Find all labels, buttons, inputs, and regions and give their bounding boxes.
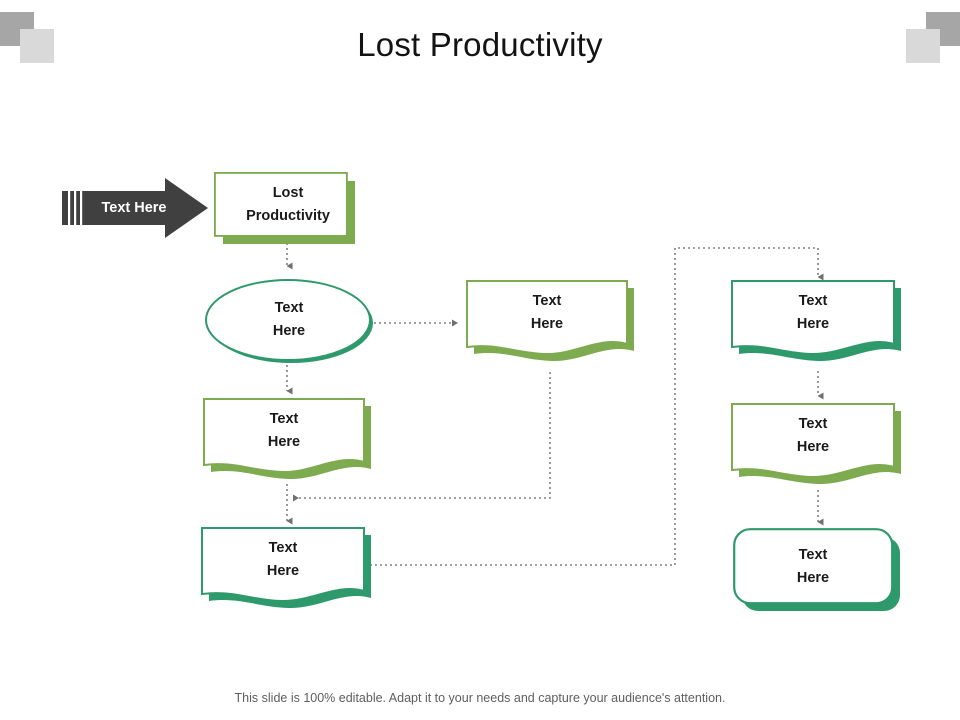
node-wave-middle[interactable]: Text Here — [466, 280, 636, 372]
node-rounded-right-bottom[interactable]: Text Here — [733, 528, 903, 616]
node-ellipse[interactable]: Text Here — [203, 278, 375, 366]
corner-decoration-top-left-light — [20, 29, 54, 63]
wave-shape — [466, 280, 634, 362]
corner-decoration-top-right-light — [906, 29, 940, 63]
wave-shape — [731, 280, 901, 362]
node-wave-right-mid[interactable]: Text Here — [731, 403, 903, 495]
right-arrow-banner-icon — [62, 178, 208, 238]
rounded-rectangle-shape — [733, 528, 900, 611]
callout-arrow-label: Text Here — [101, 200, 167, 216]
wave-shape — [201, 527, 371, 609]
node-lost-productivity[interactable]: Lost Productivity — [214, 172, 362, 246]
footer-note: This slide is 100% editable. Adapt it to… — [234, 691, 726, 705]
node-wave-right-top[interactable]: Text Here — [731, 280, 903, 372]
wave-shape — [731, 403, 901, 485]
callout-arrow[interactable]: Text Here — [62, 178, 208, 238]
rectangle-shape — [214, 172, 355, 244]
node-wave-left-bottom[interactable]: Text Here — [201, 527, 373, 619]
node-wave-left-mid[interactable]: Text Here — [203, 398, 373, 490]
page-title: Lost Productivity — [357, 26, 603, 63]
wave-shape — [203, 398, 371, 480]
ellipse-shape — [205, 279, 373, 363]
